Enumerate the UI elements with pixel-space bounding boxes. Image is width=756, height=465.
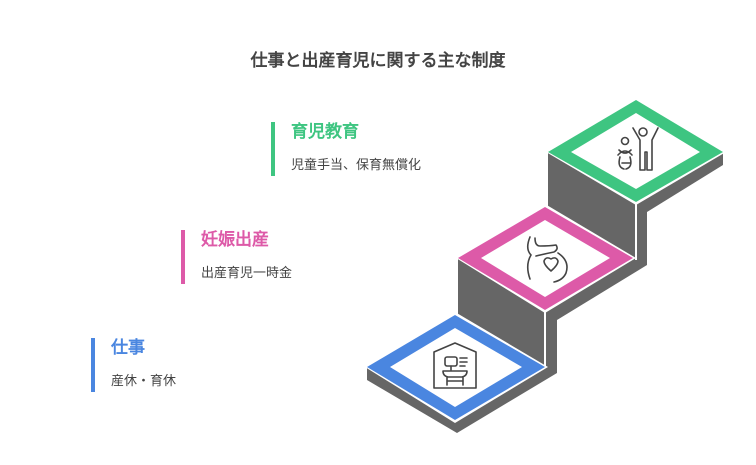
home-office-icon: [433, 342, 477, 389]
step-detail: 児童手当、保育無償化: [291, 158, 422, 173]
step-heading: 妊娠出産: [201, 230, 269, 250]
step-childcare: 育児教育 児童手当、保育無償化: [271, 122, 421, 176]
step-heading: 育児教育: [291, 122, 359, 142]
parent-child-icon: [617, 127, 659, 171]
step-pregnancy: 妊娠出産 出産育児一時金: [181, 230, 292, 284]
step-detail: 産休・育休: [111, 374, 177, 389]
diagram-title: 仕事と出産育児に関する主な制度: [250, 51, 506, 71]
step-detail: 出産育児一時金: [201, 266, 293, 281]
pregnancy-heart-icon: [526, 236, 568, 283]
step-work: 仕事 産休・育休: [91, 338, 176, 392]
step-heading: 仕事: [111, 338, 145, 358]
step-tile-childcare: [546, 97, 726, 205]
step-tile-work: [365, 312, 548, 423]
